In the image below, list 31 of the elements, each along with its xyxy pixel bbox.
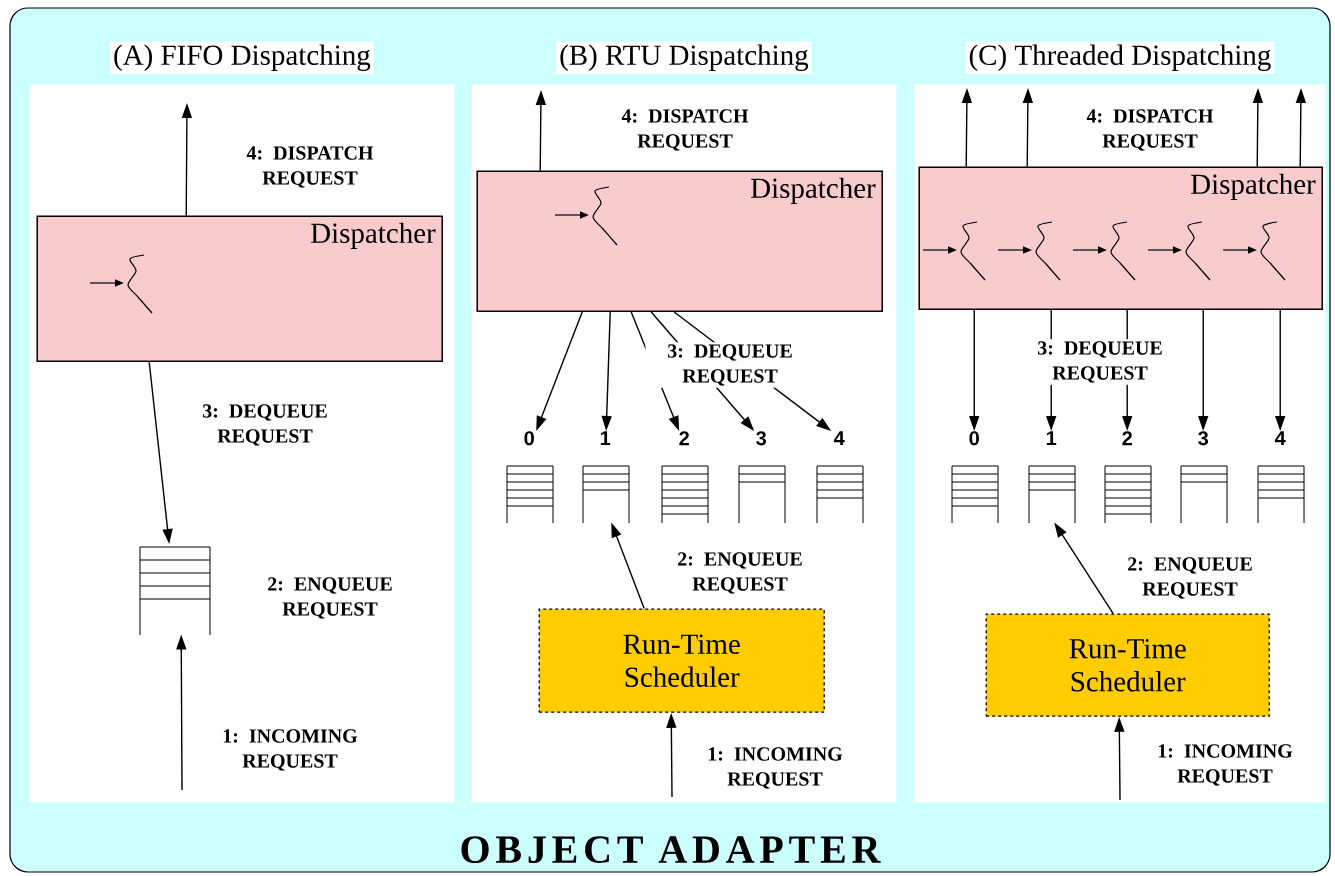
edge-label: 2: ENQUEUE REQUEST bbox=[678, 552, 802, 594]
queue: 4 bbox=[1257, 431, 1305, 524]
edge-label: 1: INCOMING REQUEST bbox=[223, 729, 358, 771]
edge-label: 1: INCOMING REQUEST bbox=[708, 747, 843, 789]
queue: 3 bbox=[1180, 431, 1228, 524]
scheduler-box: Run-Time Scheduler bbox=[538, 608, 825, 713]
dispatcher-box: Dispatcher bbox=[36, 215, 443, 362]
dispatcher-box: Dispatcher bbox=[918, 166, 1323, 310]
edge-label: 4: DISPATCH REQUEST bbox=[1086, 109, 1214, 151]
edge-label: 3: DEQUEUE REQUEST bbox=[668, 344, 792, 386]
node-label: (C) Threaded Dispatching bbox=[969, 44, 1271, 71]
queue: 2 bbox=[1104, 431, 1152, 524]
queue-label: 2: ENQUEUE REQUEST bbox=[268, 577, 392, 619]
scheduler-box: Run-Time Scheduler bbox=[985, 613, 1270, 717]
edge-label: 4: DISPATCH REQUEST bbox=[246, 146, 374, 188]
queue: 1 bbox=[1028, 431, 1076, 524]
queue bbox=[139, 546, 211, 636]
node-label: (A) FIFO Dispatching bbox=[114, 44, 371, 71]
edge-label: 4: DISPATCH REQUEST bbox=[621, 109, 749, 151]
dispatcher-box: Dispatcher bbox=[476, 170, 883, 312]
node-label: (B) RTU Dispatching bbox=[560, 44, 809, 71]
queue: 3 bbox=[738, 431, 786, 524]
edge-label: 1: INCOMING REQUEST bbox=[1158, 744, 1293, 786]
queue: 4 bbox=[816, 431, 864, 524]
queue: 0 bbox=[951, 431, 999, 524]
queue: 2 bbox=[661, 431, 709, 524]
queue: 1 bbox=[582, 431, 630, 524]
queue: 0 bbox=[506, 431, 554, 524]
edge-label: 3: DEQUEUE REQUEST bbox=[1038, 341, 1162, 383]
edge-label: 2: ENQUEUE REQUEST bbox=[1128, 557, 1252, 599]
edge-label: 3: DEQUEUE REQUEST bbox=[202, 404, 327, 446]
